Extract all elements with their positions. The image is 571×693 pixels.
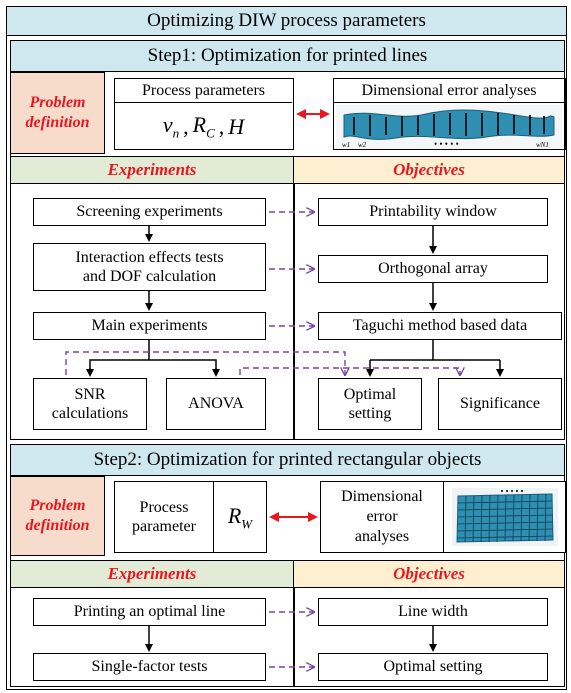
step2-dim-line3: analyses [354,528,410,545]
step2-param-line1: Process [139,498,189,516]
wn-label: wN1 [536,141,549,149]
step2-problem-label: Problem definition [10,476,105,556]
step1-problem-label: Problem definition [10,72,105,154]
step2-image-box [443,481,566,553]
step2-optimal-setting-text: Optimal setting [383,658,483,676]
significance-text: Significance [460,395,540,413]
optimal-line1: Optimal [343,385,397,403]
step1-title-text: Step1: Optimization for printed lines [147,45,428,66]
step2-title-text: Step2: Optimization for printed rectangu… [93,449,482,470]
dimensional-error-title: Dimensional error analyses [334,79,564,103]
snr-line1: SNR [74,385,106,403]
dimensional-error-title-text: Dimensional error analyses [361,81,537,99]
step2-param-line2: parameter [132,518,196,535]
process-parameters-title-text: Process parameters [141,81,266,99]
param-v: vn [162,112,180,141]
taguchi-data-text: Taguchi method based data [352,317,528,335]
step2-dimensional-error-box: Dimensional error analyses [320,481,444,553]
step2-experiments-header: Experiments [10,560,294,588]
single-factor-tests-box: Single-factor tests [33,653,266,681]
param-v-sub: n [172,125,180,141]
printed-grid-image [452,488,558,546]
screening-experiments-box: Screening experiments [33,198,266,226]
param-h: H [228,114,245,139]
main-experiments-box: Main experiments [33,312,266,340]
step2-problem-text: Problem definition [25,497,90,534]
step2-process-parameter-box: Process parameter [114,481,214,553]
step2-dim-line2: error [366,508,398,525]
measurement-arrows [353,113,545,136]
single-factor-tests-text: Single-factor tests [91,658,208,676]
taguchi-data-box: Taguchi method based data [318,312,562,340]
process-parameters-title: Process parameters [115,79,292,103]
dots-text: • • • • • [434,139,459,149]
process-parameters-box: Process parameters vn , RC , H [114,78,294,150]
main-title: Optimizing DIW process parameters [6,6,567,36]
step1-title: Step1: Optimization for printed lines [10,40,565,72]
step1-experiments-header: Experiments [10,156,294,184]
step2-flow-arrows [145,626,437,652]
step2-experiments-text: Experiments [107,564,197,583]
step2-optimal-setting-box: Optimal setting [318,653,548,681]
step2-objectives-header: Objectives [293,560,565,588]
param-rw: RW [227,502,253,531]
line-width-box: Line width [318,598,548,626]
interaction-effects-box: Interaction effects tests and DOF calcul… [33,243,266,291]
param-r: RC [192,112,215,141]
interaction-line1: Interaction effects tests [75,248,224,266]
step2-title: Step2: Optimization for printed rectangu… [10,444,565,476]
param-rw-sub: W [241,515,253,531]
step1-problem-text: Problem definition [25,94,90,131]
printed-line-image: • • • • • w1 w2 wN1 [336,105,562,149]
interaction-line2: and DOF calculation [82,268,217,285]
step2-rw-box: RW [213,481,267,553]
step1-objectives-header: Objectives [293,156,565,184]
printability-window-box: Printability window [318,198,548,226]
step2-dashed-arrows [269,612,314,667]
w2-label: w2 [358,141,367,149]
anova-box: ANOVA [166,378,266,430]
dimensional-error-box: Dimensional error analyses • • • • • w1 … [333,78,566,150]
process-parameter-symbols: vn , RC , H [162,112,245,141]
printability-window-text: Printability window [369,203,497,221]
orthogonal-array-text: Orthogonal array [378,260,488,278]
step2-objectives-text: Objectives [393,564,465,583]
snr-line2: calculations [51,405,129,422]
printing-optimal-line-text: Printing an optimal line [73,603,226,621]
anova-text: ANOVA [188,395,244,413]
w1-label: w1 [342,141,350,149]
snr-calculations-box: SNR calculations [33,378,147,430]
main-experiments-text: Main experiments [91,317,208,335]
step2-dim-line1: Dimensional [341,488,423,505]
param-r-sub: C [206,125,215,141]
step1-experiments-text: Experiments [107,160,197,179]
printing-optimal-line-box: Printing an optimal line [33,598,266,626]
optimal-setting-box: Optimal setting [318,378,422,430]
step1-dashed-arrows [65,212,460,375]
step2-column-divider [293,588,295,687]
step1-flow-arrows [86,226,504,377]
optimal-line2: setting [348,405,392,422]
screening-experiments-text: Screening experiments [76,203,223,221]
orthogonal-array-box: Orthogonal array [318,255,548,283]
step1-column-divider [293,184,295,440]
step1-objectives-text: Objectives [393,160,465,179]
significance-box: Significance [438,378,562,430]
main-title-text: Optimizing DIW process parameters [147,10,426,31]
line-width-text: Line width [398,603,468,621]
